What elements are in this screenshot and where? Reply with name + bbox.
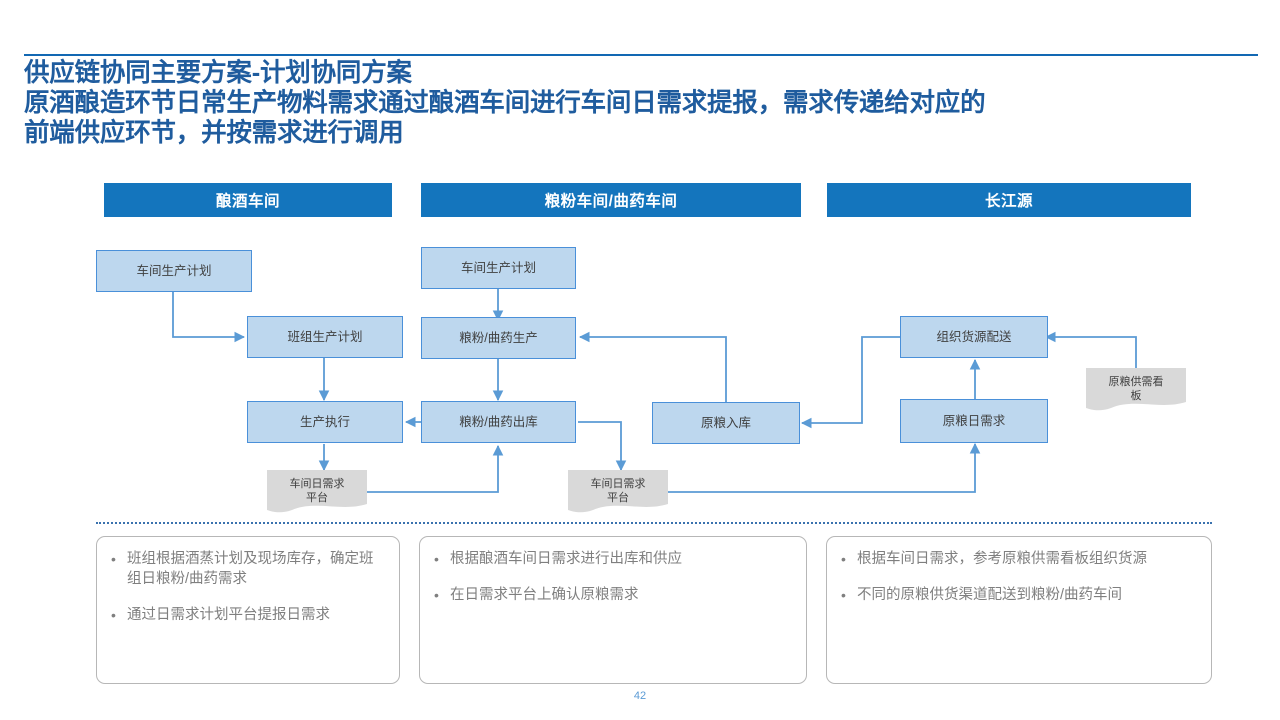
- process-box-label: 车间生产计划: [136, 264, 212, 278]
- process-box-label: 原粮入库: [700, 416, 751, 430]
- column-header-changjiangyuan: 长江源: [827, 183, 1191, 217]
- note-card-grain-workshop: 根据酿酒车间日需求进行出库和供应 在日需求平台上确认原粮需求: [419, 536, 807, 684]
- note-bullet: 根据车间日需求，参考原粮供需看板组织货源: [839, 549, 1197, 569]
- wave-shape-raw-grain-kanban[interactable]: 原粮供需看 板: [1086, 368, 1186, 412]
- note-card-brew-workshop: 班组根据酒蒸计划及现场库存，确定班组日粮粉/曲药需求 通过日需求计划平台提报日需…: [96, 536, 400, 684]
- process-box-team-production-plan[interactable]: 班组生产计划: [247, 316, 403, 358]
- wave-shape-line-1: 车间日需求: [289, 478, 345, 490]
- process-box-label: 原粮日需求: [942, 414, 1006, 428]
- process-box-grain-workshop-plan[interactable]: 车间生产计划: [421, 247, 576, 289]
- note-bullet: 不同的原粮供货渠道配送到粮粉/曲药车间: [839, 585, 1197, 605]
- process-box-label: 组织货源配送: [936, 330, 1012, 344]
- column-header-label: 粮粉车间/曲药车间: [544, 193, 678, 210]
- page-title-line-3: 前端供应环节，并按需求进行调用: [24, 119, 404, 147]
- process-box-raw-grain-daily-demand[interactable]: 原粮日需求: [900, 399, 1048, 443]
- wave-shape-line-1: 车间日需求: [590, 478, 646, 490]
- wave-shape-line-2: 平台: [306, 492, 328, 504]
- process-box-grain-qu-production[interactable]: 粮粉/曲药生产: [421, 317, 576, 359]
- process-box-production-execution[interactable]: 生产执行: [247, 401, 403, 443]
- wave-shape-line-2: 平台: [607, 492, 629, 504]
- note-bullet: 班组根据酒蒸计划及现场库存，确定班组日粮粉/曲药需求: [109, 549, 385, 589]
- wave-shape-line-1: 原粮供需看: [1108, 376, 1164, 388]
- note-bullet: 通过日需求计划平台提报日需求: [109, 605, 385, 625]
- process-box-grain-qu-outbound[interactable]: 粮粉/曲药出库: [421, 401, 576, 443]
- column-header-grain-qu-workshop: 粮粉车间/曲药车间: [421, 183, 801, 217]
- process-box-organize-supply[interactable]: 组织货源配送: [900, 316, 1048, 358]
- note-bullet: 在日需求平台上确认原粮需求: [432, 585, 792, 605]
- title-divider-rule: [24, 54, 1258, 56]
- wave-shape-text: 原粮供需看 板: [1086, 368, 1186, 403]
- wave-shape-daily-demand-platform-mid[interactable]: 车间日需求 平台: [568, 470, 668, 514]
- page-number: 42: [633, 690, 647, 702]
- note-list: 根据车间日需求，参考原粮供需看板组织货源 不同的原粮供货渠道配送到粮粉/曲药车间: [839, 549, 1197, 605]
- column-header-brew-workshop: 酿酒车间: [104, 183, 392, 217]
- wave-shape-text: 车间日需求 平台: [267, 470, 367, 505]
- process-box-label: 粮粉/曲药出库: [459, 415, 538, 429]
- wave-shape-daily-demand-platform-left[interactable]: 车间日需求 平台: [267, 470, 367, 514]
- process-box-label: 生产执行: [299, 415, 350, 429]
- column-header-label: 酿酒车间: [215, 193, 280, 210]
- page-title-line-1: 供应链协同主要方案-计划协同方案: [24, 59, 412, 87]
- note-bullet: 根据酿酒车间日需求进行出库和供应: [432, 549, 792, 569]
- process-box-label: 粮粉/曲药生产: [459, 331, 538, 345]
- page-title: 供应链协同主要方案-计划协同方案 原酒酿造环节日常生产物料需求通过酿酒车间进行车…: [24, 58, 1260, 148]
- wave-shape-line-2: 板: [1130, 390, 1142, 402]
- section-divider: [96, 522, 1212, 524]
- note-list: 根据酿酒车间日需求进行出库和供应 在日需求平台上确认原粮需求: [432, 549, 792, 605]
- process-box-label: 班组生产计划: [287, 330, 363, 344]
- process-box-brew-workshop-plan[interactable]: 车间生产计划: [96, 250, 252, 292]
- column-header-label: 长江源: [984, 193, 1033, 210]
- process-box-raw-grain-inbound[interactable]: 原粮入库: [652, 402, 800, 444]
- note-card-changjiangyuan: 根据车间日需求，参考原粮供需看板组织货源 不同的原粮供货渠道配送到粮粉/曲药车间: [826, 536, 1212, 684]
- process-box-label: 车间生产计划: [460, 261, 536, 275]
- note-list: 班组根据酒蒸计划及现场库存，确定班组日粮粉/曲药需求 通过日需求计划平台提报日需…: [109, 549, 385, 625]
- page-title-line-2: 原酒酿造环节日常生产物料需求通过酿酒车间进行车间日需求提报，需求传递给对应的: [24, 89, 986, 117]
- wave-shape-text: 车间日需求 平台: [568, 470, 668, 505]
